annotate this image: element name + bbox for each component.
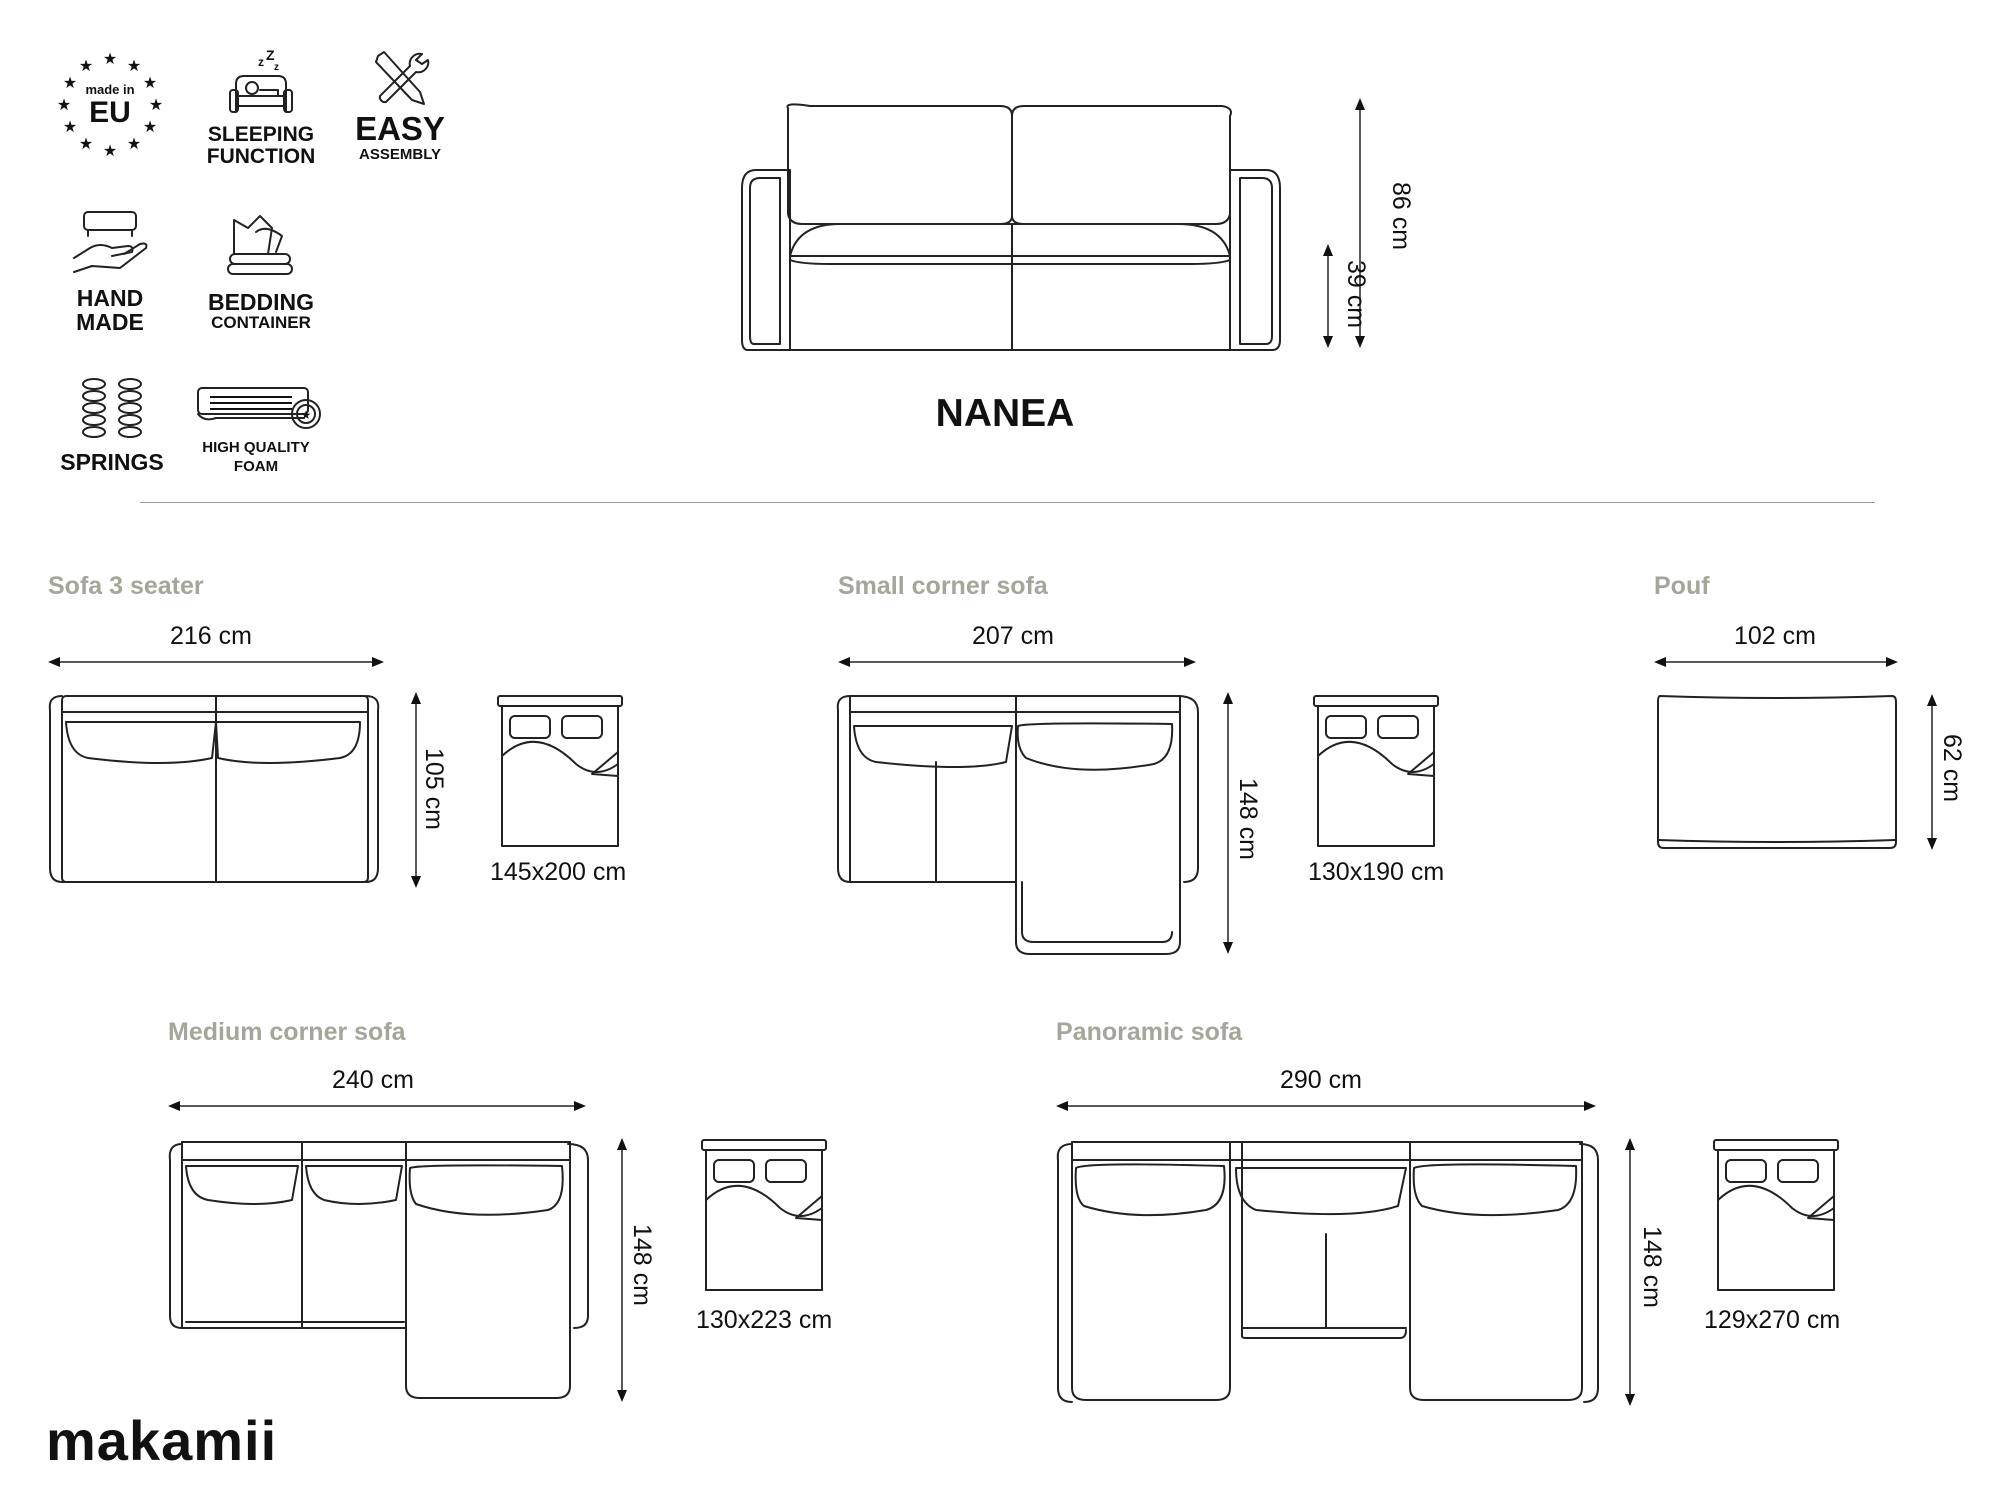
hand-made-line1: HAND: [76, 285, 144, 311]
small-corner-title: Small corner sofa: [838, 572, 1048, 600]
tools-icon: [375, 51, 430, 105]
sofa3-width-arrow: [48, 657, 384, 667]
svg-text:z: z: [274, 62, 279, 73]
eu-badge-big-text: EU: [89, 96, 131, 129]
panoramic-top-view: [1056, 1141, 1599, 1403]
front-height-arrows: [1323, 98, 1365, 348]
medium-corner-depth: 148 cm: [628, 1224, 656, 1306]
small-corner-bed-icon: [1313, 695, 1439, 847]
small-corner-width-arrow: [838, 657, 1196, 667]
medium-corner-bed-icon: [701, 1139, 827, 1291]
front-height-seat: 39 cm: [1342, 260, 1370, 329]
svg-text:★: ★: [79, 58, 93, 75]
hand-made-icon: [73, 211, 148, 273]
easy-line1: EASY: [355, 110, 445, 147]
pouf-width: 102 cm: [1734, 622, 1816, 650]
springs-label: SPRINGS: [50, 450, 174, 474]
sleeping-line1: SLEEPING: [207, 123, 315, 146]
panoramic-depth: 148 cm: [1638, 1226, 1666, 1308]
eu-badge-small-text: made in: [85, 82, 135, 97]
foam-line1: HIGH QUALITY: [202, 439, 310, 456]
sofa3-width: 216 cm: [170, 622, 252, 650]
svg-text:★: ★: [103, 51, 117, 68]
bedding-container-icon: [227, 215, 293, 275]
svg-text:★: ★: [149, 97, 163, 114]
panoramic-width: 290 cm: [1280, 1066, 1362, 1094]
medium-corner-width: 240 cm: [332, 1066, 414, 1094]
springs-line1: SPRINGS: [60, 449, 164, 475]
sleeping-function-label: SLEEPING FUNCTION: [196, 123, 326, 169]
foam-label: HIGH QUALITY FOAM: [176, 440, 336, 475]
sofa3-title: Sofa 3 seater: [48, 572, 204, 600]
panoramic-depth-arrow: [1625, 1138, 1635, 1406]
easy-line2: ASSEMBLY: [359, 145, 441, 163]
svg-text:★: ★: [79, 136, 93, 153]
bedding-container-label: BEDDING CONTAINER: [186, 290, 336, 332]
svg-text:★: ★: [143, 119, 157, 136]
springs-icon: [82, 378, 142, 438]
svg-text:★: ★: [127, 58, 141, 75]
svg-text:★: ★: [63, 75, 77, 92]
medium-corner-top-view: [168, 1141, 589, 1399]
section-divider: [140, 502, 1875, 503]
high-quality-foam-icon: ★: [197, 387, 321, 429]
eu-stars-icon: ★ ★ ★ ★ ★ ★ ★ ★ ★ ★ ★ ★: [57, 51, 163, 160]
sofa3-bed-size: 145x200 cm: [490, 858, 627, 886]
sleeping-function-icon: z Z z: [229, 47, 293, 113]
pouf-width-arrow: [1654, 657, 1898, 667]
foam-line2: FOAM: [233, 457, 279, 475]
small-corner-depth-arrow: [1223, 692, 1233, 954]
svg-text:★: ★: [127, 136, 141, 153]
svg-text:★: ★: [103, 143, 117, 160]
pouf-depth-arrow: [1927, 694, 1937, 850]
small-corner-width: 207 cm: [972, 622, 1054, 650]
panoramic-bed-icon: [1713, 1139, 1839, 1291]
hand-made-line2: MADE: [76, 309, 144, 336]
pouf-depth: 62 cm: [1938, 734, 1966, 803]
product-name: NANEA: [935, 392, 1075, 435]
hand-made-label: HAND MADE: [50, 286, 170, 334]
front-height-total: 86 cm: [1387, 182, 1415, 251]
medium-corner-title: Medium corner sofa: [168, 1018, 406, 1046]
sofa-front-view-drawing: [741, 103, 1281, 351]
panoramic-bed-size: 129x270 cm: [1704, 1306, 1841, 1334]
medium-corner-bed-size: 130x223 cm: [696, 1306, 833, 1334]
easy-assembly-label: EASY ASSEMBLY: [340, 110, 460, 163]
pouf-title: Pouf: [1654, 572, 1710, 600]
small-corner-bed-size: 130x190 cm: [1308, 858, 1445, 886]
panoramic-title: Panoramic sofa: [1056, 1018, 1243, 1046]
small-corner-top-view: [836, 695, 1199, 955]
brand-logo: makamii: [46, 1409, 278, 1472]
pouf-top-view: [1657, 695, 1897, 849]
bedding-line2: CONTAINER: [211, 313, 311, 333]
medium-corner-depth-arrow: [617, 1138, 627, 1402]
svg-text:Z: Z: [266, 47, 275, 63]
panoramic-width-arrow: [1056, 1101, 1596, 1111]
svg-text:★: ★: [63, 119, 77, 136]
svg-text:★: ★: [143, 75, 157, 92]
made-in-eu-badge: ★ ★ ★ ★ ★ ★ ★ ★ ★ ★ ★ ★ made in EU: [56, 50, 164, 160]
medium-corner-width-arrow: [168, 1101, 586, 1111]
bedding-line1: BEDDING: [207, 289, 315, 315]
sleeping-line2: FUNCTION: [206, 145, 316, 169]
sofa3-depth: 105 cm: [420, 748, 448, 830]
small-corner-depth: 148 cm: [1234, 778, 1262, 860]
svg-text:★: ★: [57, 97, 71, 114]
sofa3-depth-arrow: [411, 692, 421, 888]
svg-text:★: ★: [301, 408, 312, 422]
sofa3-bed-icon: [497, 695, 623, 847]
sofa3-top-view: [48, 695, 380, 883]
svg-text:z: z: [258, 55, 264, 69]
